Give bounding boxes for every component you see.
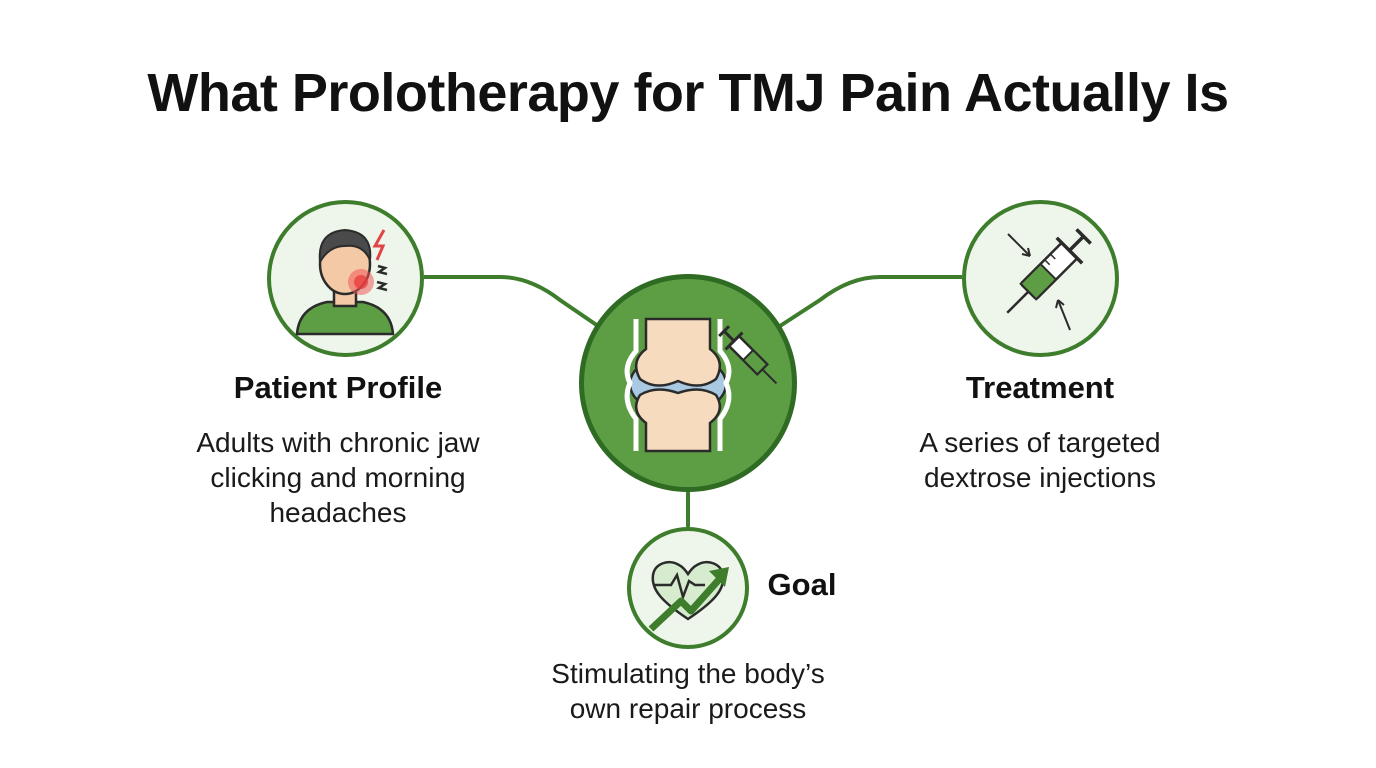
goal-node	[627, 527, 749, 649]
patient-profile-description: Adults with chronic jaw clicking and mor…	[196, 427, 480, 528]
goal-heading: Goal	[767, 567, 837, 602]
center-joint-node	[579, 274, 797, 492]
patient-profile-heading: Patient Profile	[233, 370, 443, 405]
knee-joint-injection-icon	[624, 317, 778, 453]
goal-description: Stimulating the body’s own repair proces…	[551, 658, 825, 724]
syringe-icon	[1006, 228, 1092, 331]
heart-rate-growth-icon	[648, 561, 729, 632]
treatment-node	[962, 200, 1119, 357]
connector-patient	[424, 275, 600, 328]
treatment-heading: Treatment	[965, 370, 1115, 405]
treatment-description: A series of targeted dextrose injections	[919, 427, 1161, 493]
patient-jaw-pain-icon	[295, 228, 395, 336]
page-title: What Prolotherapy for TMJ Pain Actually …	[147, 63, 1229, 123]
connector-treatment	[778, 275, 962, 328]
patient-profile-node	[267, 200, 424, 357]
